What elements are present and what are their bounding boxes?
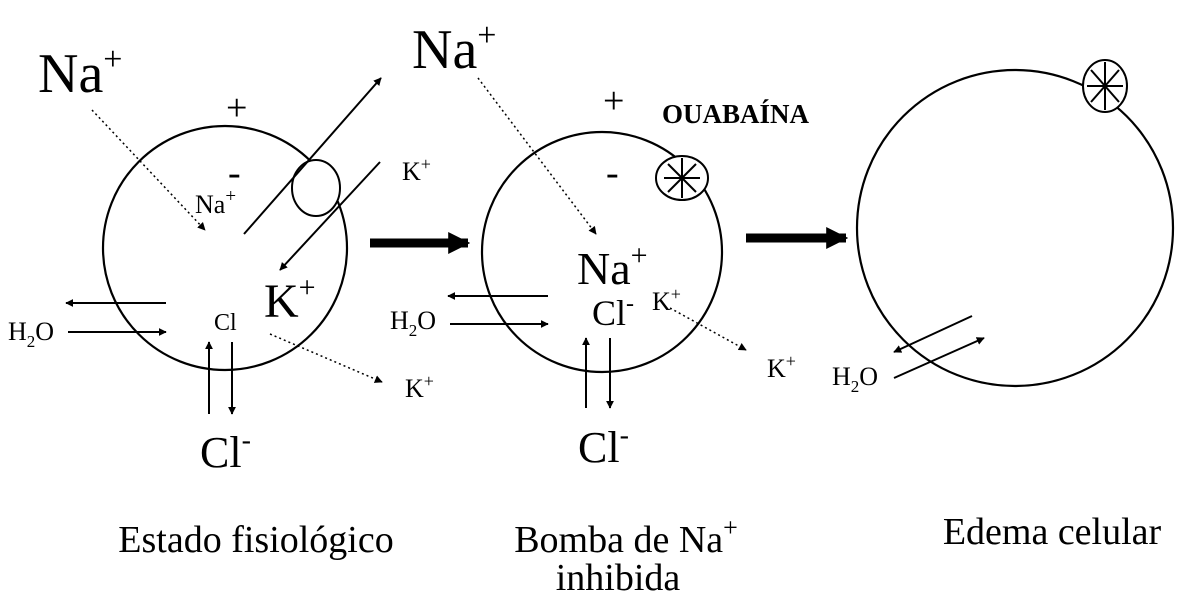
cl-outside-label-2: Cl- xyxy=(578,420,629,472)
minus-sign-1: - xyxy=(228,152,241,194)
cell-membrane-1 xyxy=(101,124,349,372)
water-label-2: H2O xyxy=(390,306,436,340)
panel-edema-celular: H2O Edema celular xyxy=(832,59,1175,553)
na-efflux-arrow-1 xyxy=(243,77,382,235)
inhibited-pump-icon-2 xyxy=(655,155,709,201)
k-mid-label-2: K+ xyxy=(652,284,681,316)
cl-inside-label-1: Cl xyxy=(214,310,237,336)
caption-edema-celular: Edema celular xyxy=(943,511,1162,553)
cell-membrane-2 xyxy=(480,130,724,374)
minus-sign-2: - xyxy=(606,152,619,194)
cell-membrane-3-swollen xyxy=(855,68,1175,388)
water-influx-arrow-3 xyxy=(893,337,985,379)
k-inside-label-1: K+ xyxy=(264,271,316,328)
caption-bomba-line1: Bomba de Na+ xyxy=(514,513,738,561)
caption-estado-fisiologico: Estado fisiológico xyxy=(118,519,393,561)
cl-inside-label-2: Cl- xyxy=(592,291,634,333)
water-label-1: H2O xyxy=(8,317,54,351)
caption-bomba-line2: inhibida xyxy=(556,557,681,598)
panel-estado-fisiologico: Na+ + - Na+ K+ K+ K+ Cl H2O Cl- Estado f… xyxy=(8,41,434,561)
na-inside-label-2: Na+ xyxy=(577,239,648,294)
inhibited-pump-icon-3 xyxy=(1082,59,1128,113)
na-influx-dotted-arrow-2 xyxy=(477,77,597,235)
water-efflux-arrow-3 xyxy=(893,315,973,353)
na-outside-label-2: Na+ xyxy=(412,17,496,81)
cl-outside-label-1: Cl- xyxy=(200,425,251,477)
k-outside-bottom-label-1: K+ xyxy=(405,371,434,403)
k-leak-dotted-arrow-2 xyxy=(669,307,747,351)
na-k-pump-1 xyxy=(291,159,341,217)
na-inside-label-1: Na+ xyxy=(195,186,236,219)
k-leak-dotted-arrow-1 xyxy=(269,333,383,383)
plus-sign-2: + xyxy=(603,80,624,122)
ouabain-label: OUABAÍNA xyxy=(662,99,810,129)
panel-bomba-inhibida: Na+ + - OUABAÍNA Na+ Cl- K+ K+ H2O Cl- B… xyxy=(390,17,810,598)
k-outside-label-2: K+ xyxy=(767,351,796,383)
k-outside-top-label-1: K+ xyxy=(402,154,431,186)
na-outside-label-1: Na+ xyxy=(38,41,122,105)
k-influx-arrow-1 xyxy=(279,161,381,271)
water-label-3: H2O xyxy=(832,362,878,396)
plus-sign-1: + xyxy=(226,87,247,129)
